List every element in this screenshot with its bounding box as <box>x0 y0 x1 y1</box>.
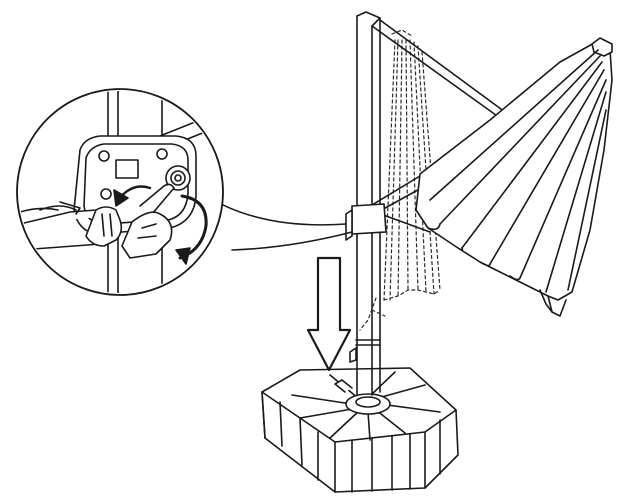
dashed-canopy-previous-position <box>359 29 441 331</box>
crank-knob <box>165 165 191 191</box>
umbrella-canopy <box>415 37 613 317</box>
hand-icon <box>19 183 175 259</box>
callout-connector <box>204 194 353 251</box>
down-arrow-icon <box>306 256 352 372</box>
rotate-arrow-icon <box>113 185 208 265</box>
callout-detail-content <box>19 91 221 293</box>
callout-detail-circle <box>16 88 224 296</box>
umbrella-base <box>261 367 459 493</box>
